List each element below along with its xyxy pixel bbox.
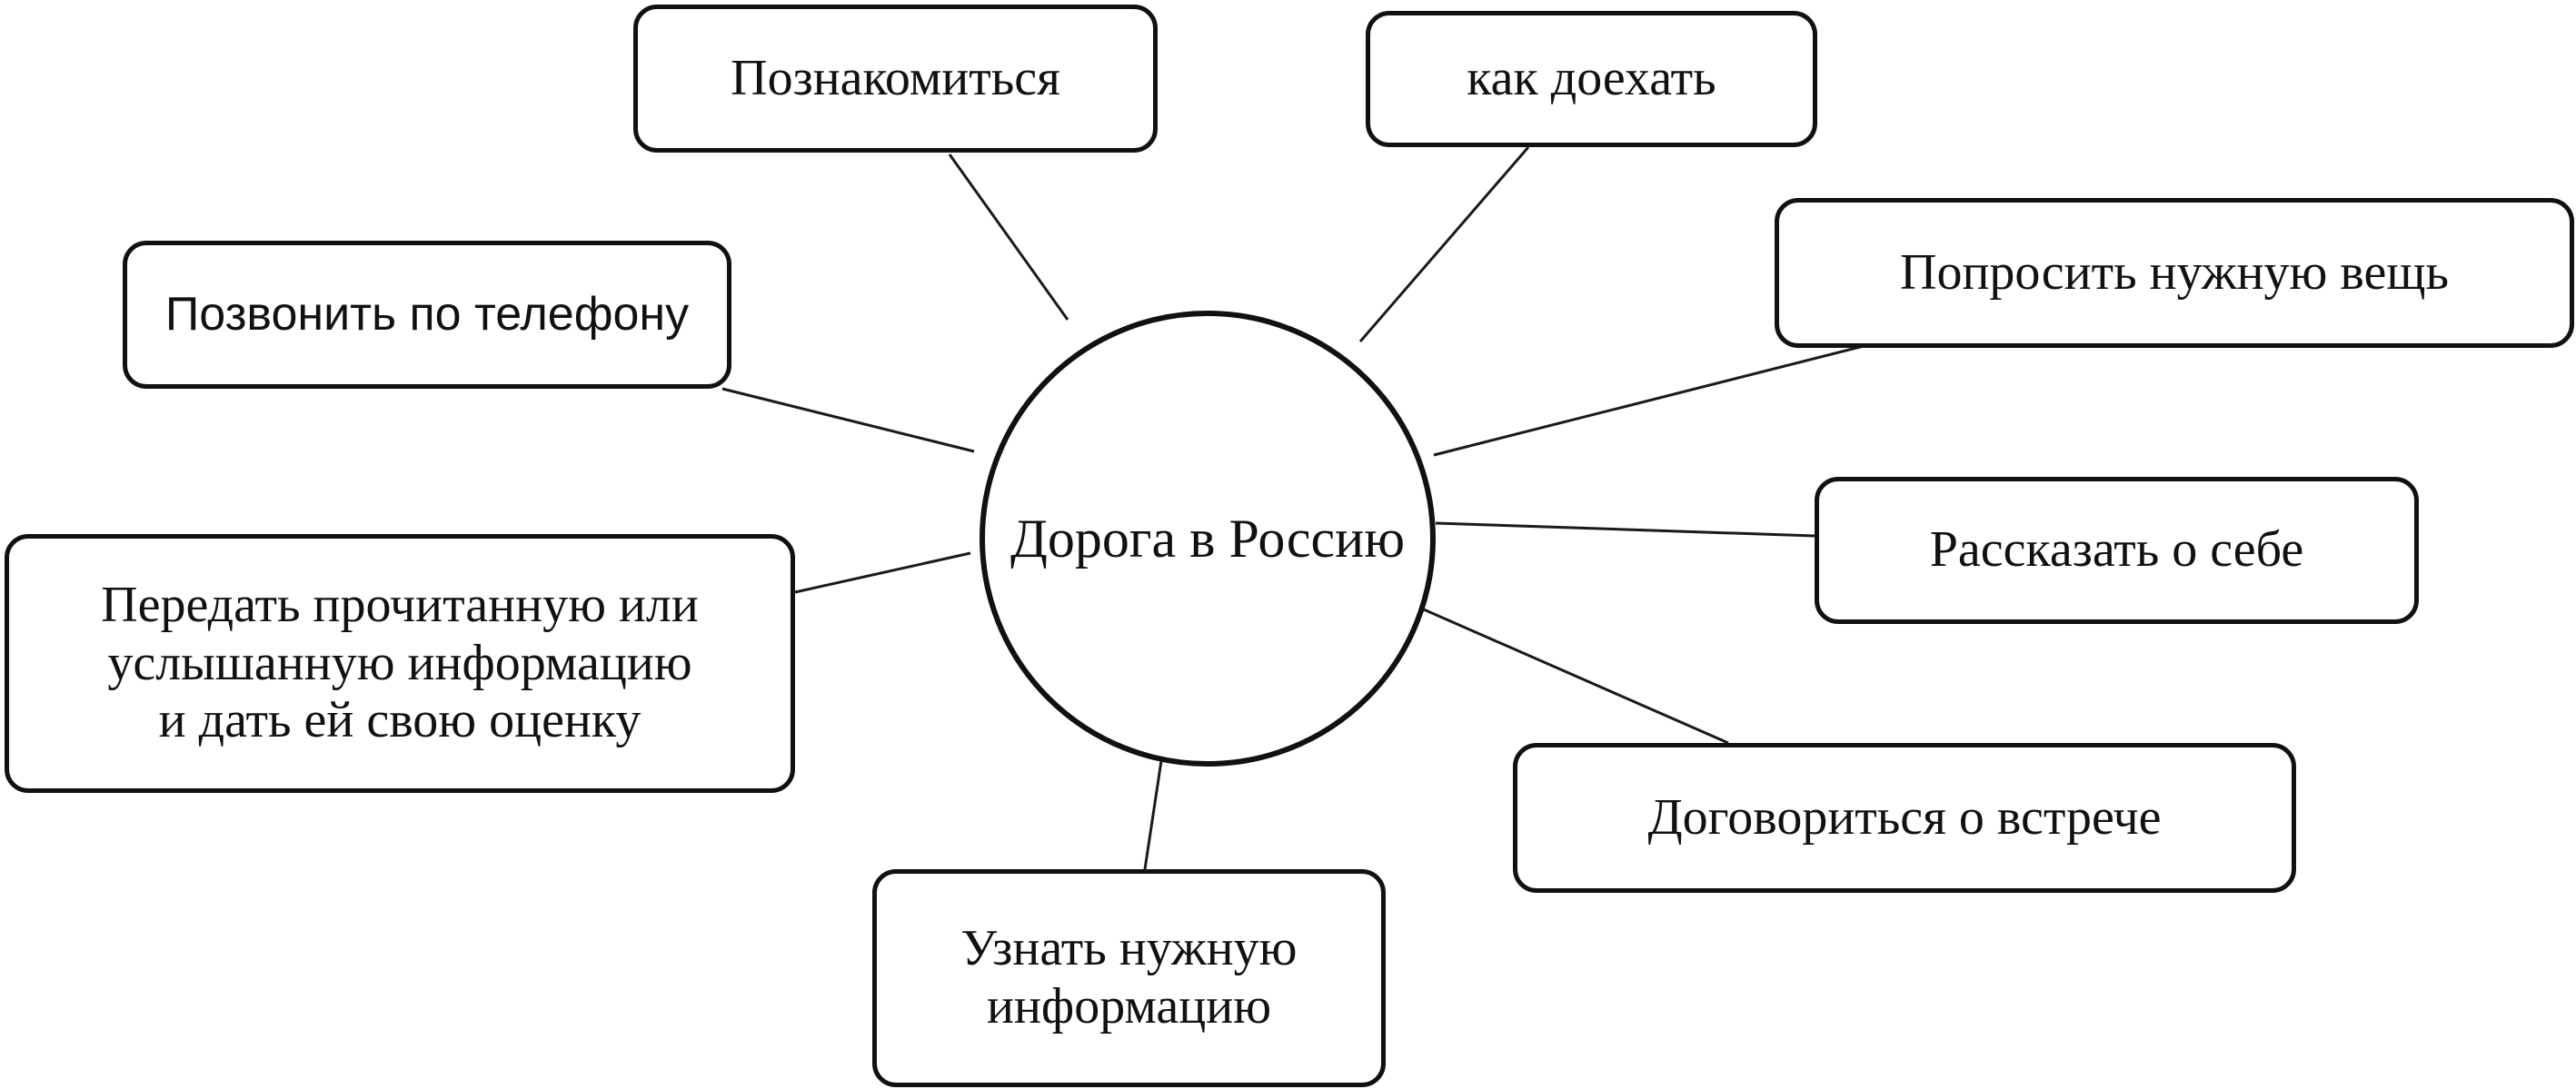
node-peredat: Передать прочитанную или услышанную инфо…	[5, 534, 795, 793]
node-poznakomitsya: Познакомиться	[633, 5, 1158, 153]
node-uznat: Узнать нужную информацию	[872, 869, 1386, 1087]
node-dogovoritsya: Договориться о встрече	[1513, 743, 2296, 893]
link-uznat	[1143, 742, 1166, 870]
link-dogovoritsya	[1417, 605, 1729, 745]
node-pozvonit: Позвонить по телефону	[123, 241, 731, 389]
center-node: Дорога в Россию	[980, 311, 1436, 767]
link-kak-doehat	[1358, 146, 1530, 342]
node-rasskazat: Рассказать о себе	[1815, 477, 2419, 624]
link-rasskazat	[1435, 521, 1815, 538]
link-peredat	[794, 551, 971, 594]
node-poprosit: Попросить нужную вещь	[1775, 198, 2574, 348]
connector-lines	[721, 146, 1868, 870]
link-poznakomitsya	[948, 153, 1069, 321]
node-kak-doehat: как доехать	[1366, 11, 1817, 147]
link-pozvonit	[721, 387, 975, 453]
link-poprosit	[1433, 343, 1868, 457]
